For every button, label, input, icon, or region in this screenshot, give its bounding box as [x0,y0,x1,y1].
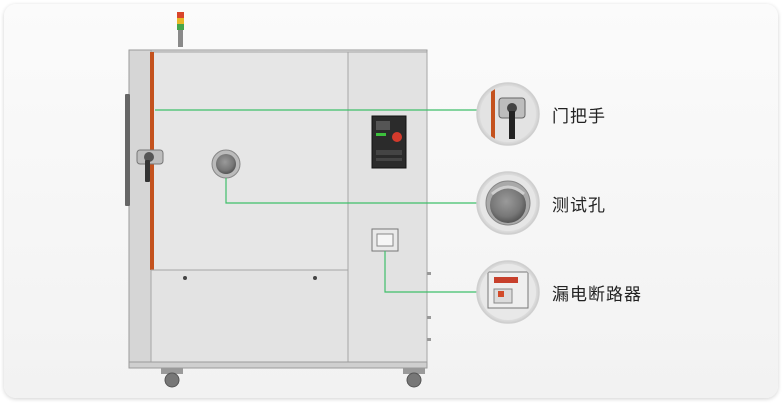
door-handle-label: 门把手 [552,107,606,127]
lower-compartment [150,269,349,363]
chamber-illustration [125,12,540,388]
leader-lines [155,109,480,293]
side-control-panel [347,51,428,363]
control-panel-icon [371,115,407,169]
product-card: 门把手 测试孔 漏电断路器 [4,4,778,398]
test-port-label: 测试孔 [552,196,606,216]
circuit-breaker-label: 漏电断路器 [552,285,642,305]
door-handle-icon [136,149,164,182]
chamber-door [150,51,349,271]
door-handle-detail-bubble [476,82,540,146]
test-port-icon [211,149,241,179]
signal-tower-icon [177,12,184,47]
caster-wheel-icon [161,368,425,388]
breaker-box-icon [371,228,399,252]
test-port-detail-bubble [476,171,540,235]
breaker-detail-bubble [476,260,540,324]
